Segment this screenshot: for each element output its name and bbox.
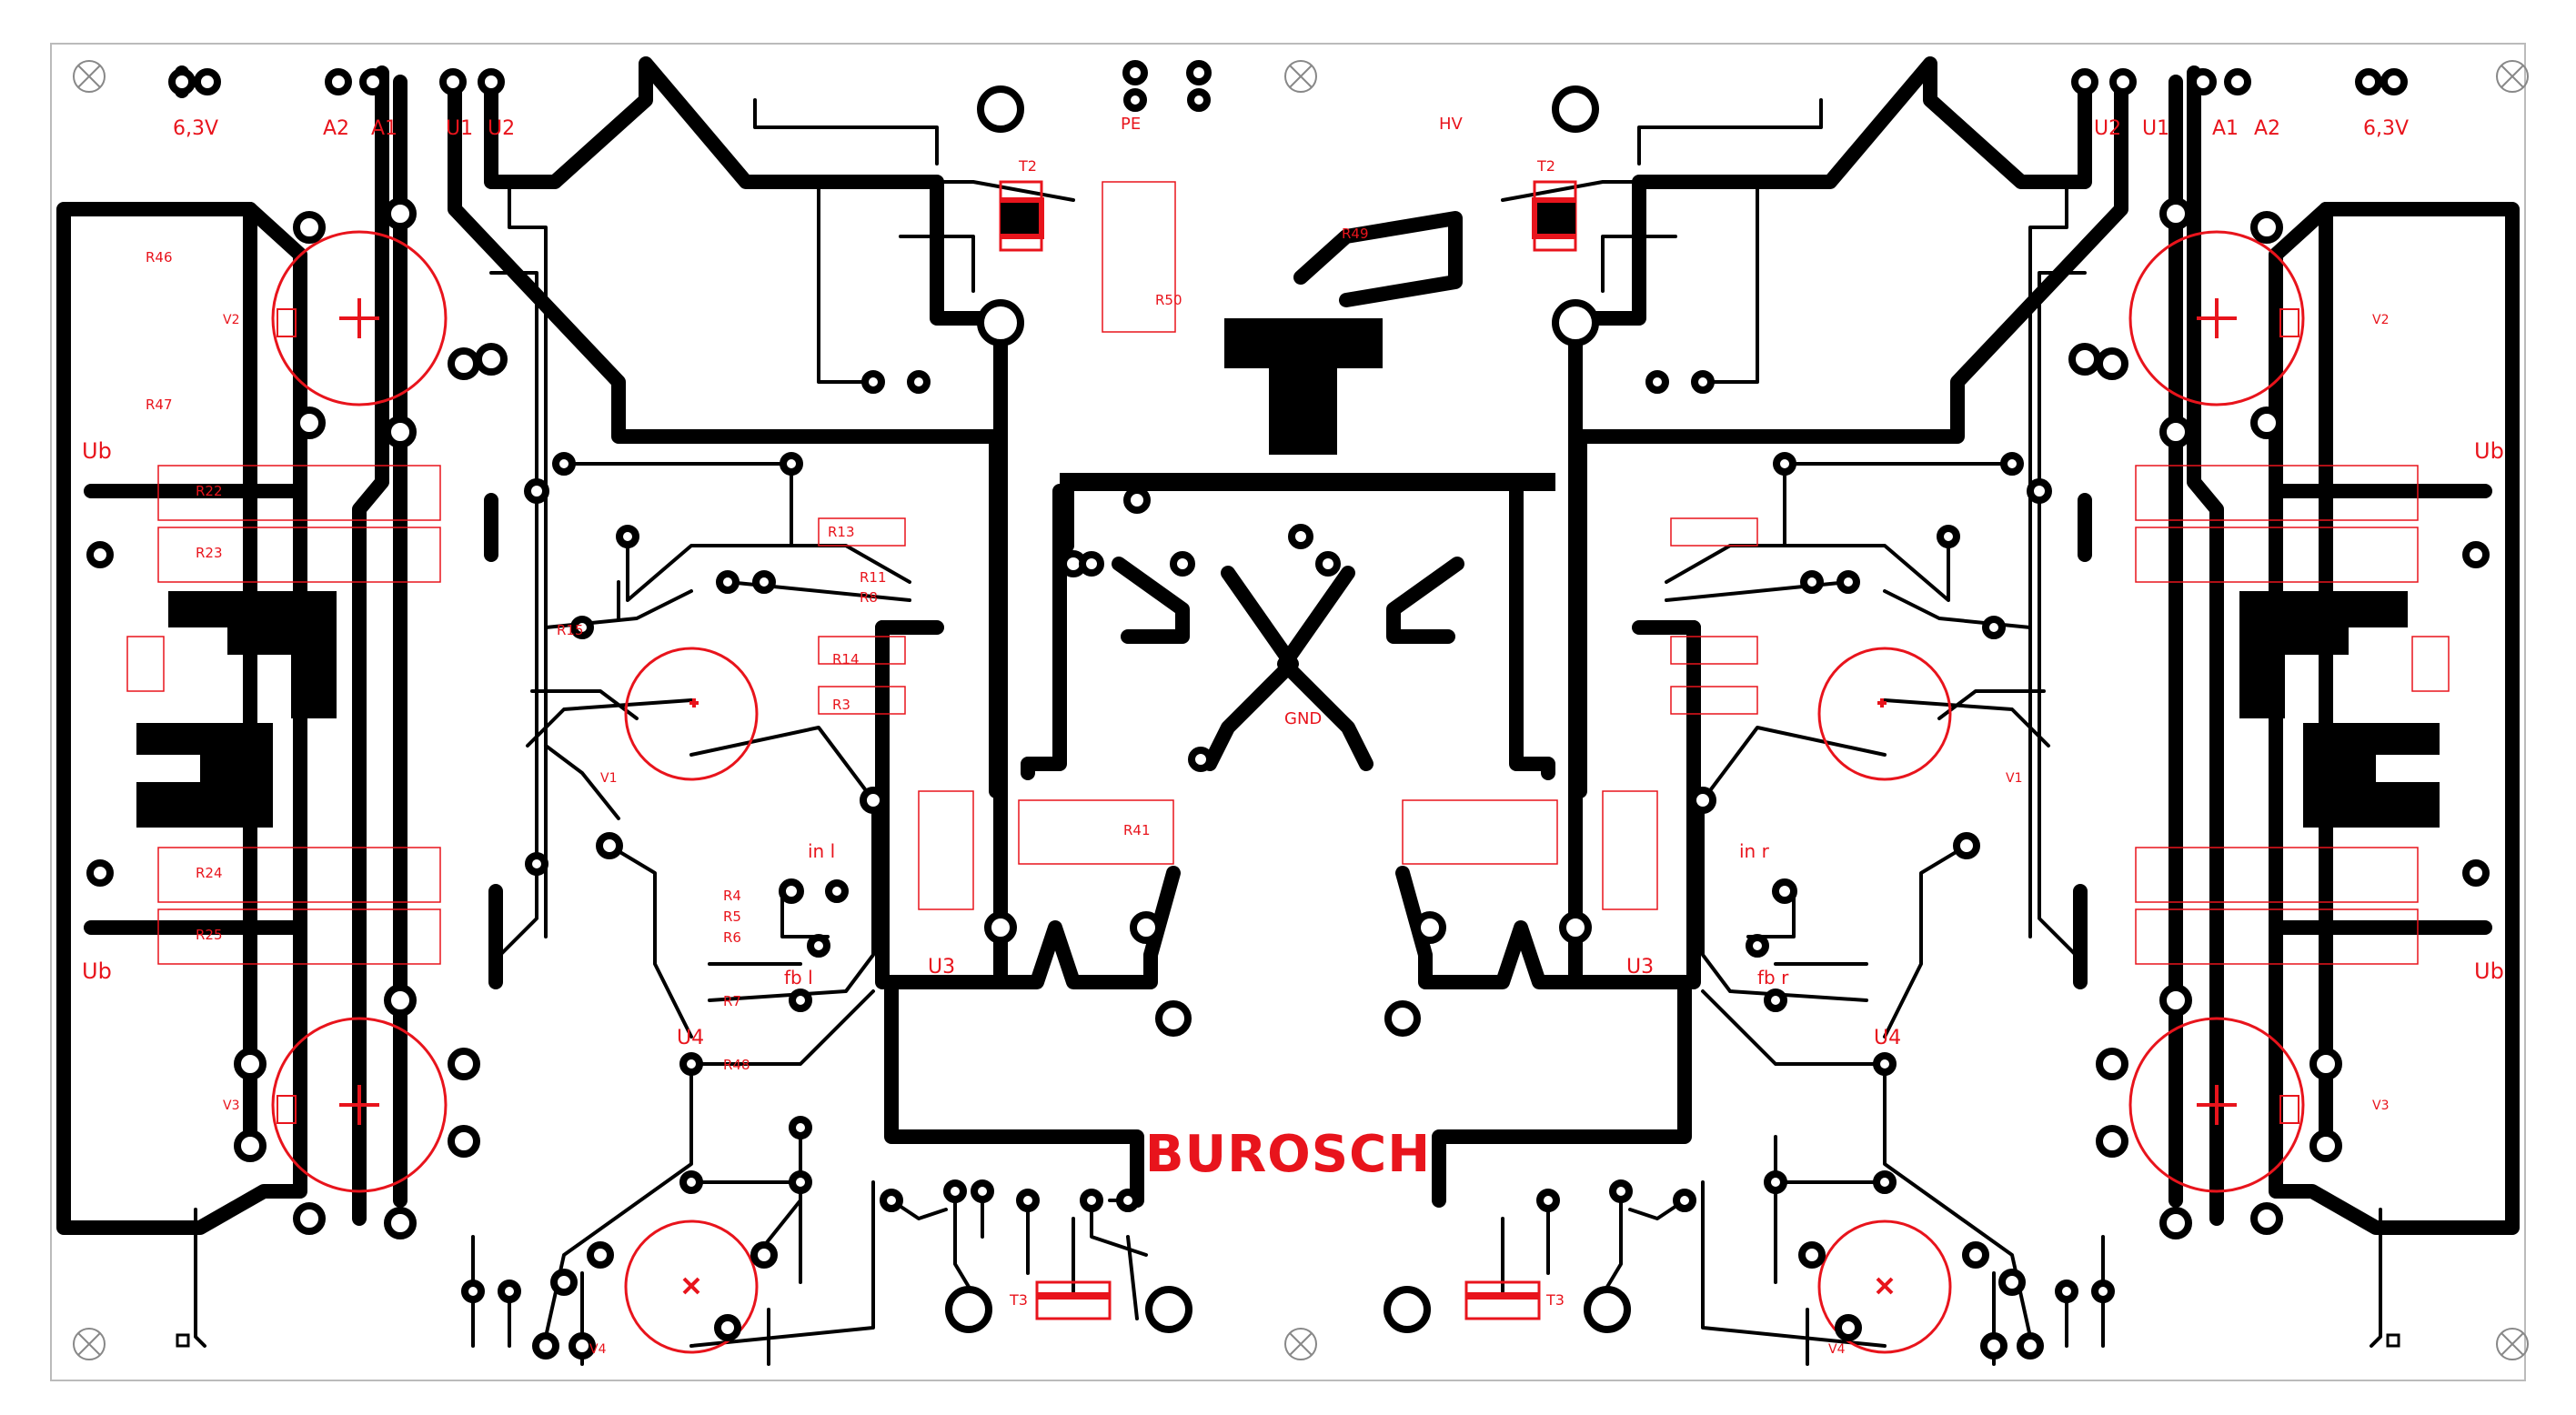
u1-label-left: U1 bbox=[446, 117, 473, 140]
resistor-r14: R14 bbox=[832, 651, 860, 667]
ub-top-label-right: Ub bbox=[2474, 438, 2504, 464]
mounting-hole-icon bbox=[73, 1328, 106, 1360]
right-labels: 6,3V A1 A2 U2 U1 Ub Ub V2 V3 V1 V4 U3 U4… bbox=[1536, 117, 2504, 1357]
feedback-label-right: fb r bbox=[1757, 967, 1789, 988]
mounting-hole-icon bbox=[1284, 1328, 1317, 1360]
resistor-r47: R47 bbox=[146, 396, 173, 413]
brand-label: BUROSCH bbox=[1145, 1125, 1431, 1184]
a1-label-left: A1 bbox=[371, 117, 397, 140]
right-channel bbox=[1277, 56, 2520, 1366]
resistor-r50: R50 bbox=[1155, 292, 1182, 308]
tube-v2-label-left: V2 bbox=[223, 313, 239, 327]
resistor-r22: R22 bbox=[196, 483, 223, 499]
left-labels: 6,3V A2 A1 U1 U2 Ub Ub V2 V3 V1 V4 U3 U4… bbox=[82, 115, 1464, 1357]
mounting-hole-icon bbox=[73, 60, 106, 93]
t3-label-left: T3 bbox=[1009, 1291, 1028, 1309]
mounting-hole-icon bbox=[2496, 60, 2529, 93]
ub-bottom-label-right: Ub bbox=[2474, 958, 2504, 984]
left-channel: 6,3V A2 A1 U1 U2 Ub Ub V2 V3 V1 V4 U3 U4… bbox=[56, 56, 1555, 1366]
mounting-hole-icon bbox=[1284, 60, 1317, 93]
input-label-left: in l bbox=[808, 840, 835, 862]
a1-label-right: A1 bbox=[2212, 117, 2239, 140]
t2-label-left: T2 bbox=[1018, 157, 1037, 175]
u4-label-left: U4 bbox=[677, 1027, 704, 1049]
tube-v3-label-right: V3 bbox=[2372, 1099, 2389, 1113]
a2-label-right: A2 bbox=[2254, 117, 2280, 140]
u2-label-left: U2 bbox=[488, 117, 515, 140]
tube-v1-label-right: V1 bbox=[2006, 771, 2022, 786]
resistor-r4: R4 bbox=[723, 888, 741, 904]
resistor-r15: R15 bbox=[557, 622, 584, 638]
t2-label-right: T2 bbox=[1536, 157, 1555, 175]
pe-label: PE bbox=[1121, 115, 1141, 134]
resistor-r46: R46 bbox=[146, 249, 173, 266]
a2-label-left: A2 bbox=[323, 117, 349, 140]
tube-v4-label-right: V4 bbox=[1828, 1342, 1846, 1357]
hv-label: HV bbox=[1439, 115, 1464, 134]
polarity-marks bbox=[339, 197, 1110, 1300]
resistor-r41: R41 bbox=[1123, 822, 1151, 838]
u1-label-right: U1 bbox=[2142, 117, 2169, 140]
tube-v1-label-left: V1 bbox=[600, 771, 617, 786]
resistor-r3: R3 bbox=[832, 697, 850, 713]
board-outline bbox=[50, 43, 2526, 1381]
t3-label-right: T3 bbox=[1545, 1291, 1565, 1309]
resistor-r8: R8 bbox=[860, 589, 878, 606]
mounting-holes bbox=[73, 60, 2529, 1360]
resistor-r11: R11 bbox=[860, 569, 887, 586]
silk-outlines bbox=[126, 180, 1176, 1354]
tube-v3-label-left: V3 bbox=[223, 1099, 239, 1113]
resistor-r49: R49 bbox=[1342, 226, 1369, 242]
feedback-label-left: fb l bbox=[784, 967, 813, 988]
heater-label-right: 6,3V bbox=[2363, 117, 2409, 140]
u3-label-right: U3 bbox=[1626, 956, 1654, 978]
ub-top-label-left: Ub bbox=[82, 438, 112, 464]
u3-label-left: U3 bbox=[928, 956, 955, 978]
tube-v4-label-left: V4 bbox=[589, 1342, 607, 1357]
resistor-r13: R13 bbox=[828, 524, 855, 540]
resistor-r7: R7 bbox=[723, 993, 741, 1009]
resistor-r23: R23 bbox=[196, 545, 223, 561]
ub-bottom-label-left: Ub bbox=[82, 958, 112, 984]
u2-label-right: U2 bbox=[2094, 117, 2121, 140]
resistor-r24: R24 bbox=[196, 865, 223, 881]
gnd-label: GND bbox=[1284, 709, 1322, 728]
pads bbox=[86, 60, 1341, 1360]
heater-label-left: 6,3V bbox=[173, 117, 218, 140]
square-pads bbox=[176, 1333, 190, 1348]
resistor-r48: R48 bbox=[723, 1057, 750, 1073]
resistor-r5: R5 bbox=[723, 908, 741, 925]
resistor-r6: R6 bbox=[723, 929, 741, 946]
resistor-r25: R25 bbox=[196, 927, 223, 943]
input-label-right: in r bbox=[1739, 840, 1770, 862]
u4-label-right: U4 bbox=[1874, 1027, 1901, 1049]
tube-v2-label-right: V2 bbox=[2372, 313, 2389, 327]
mounting-hole-icon bbox=[2496, 1328, 2529, 1360]
